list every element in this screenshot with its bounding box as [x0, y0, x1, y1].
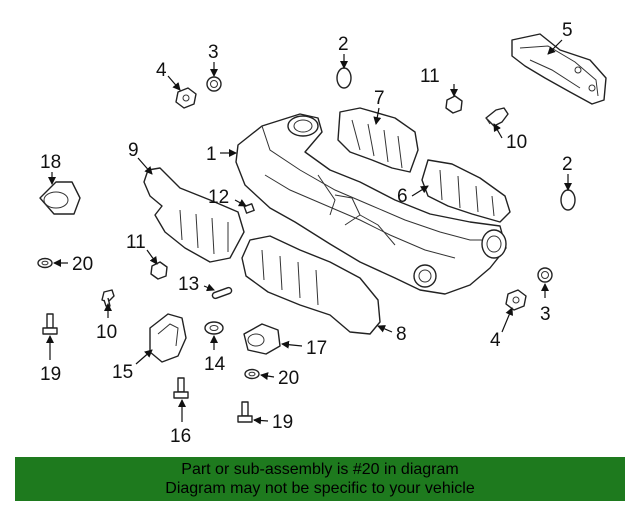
part-9-heat-shield — [143, 167, 245, 263]
part-3-ring — [537, 267, 553, 283]
callout-9: 9 — [128, 140, 139, 161]
banner-line-1: Part or sub-assembly is #20 in diagram — [181, 461, 459, 478]
callout-5: 5 — [562, 20, 573, 41]
callout-11: 11 — [126, 232, 146, 253]
callout-14: 14 — [204, 354, 226, 375]
callout-2: 2 — [562, 154, 573, 175]
part-17-exhaust-tip — [243, 323, 281, 355]
part-8-heat-shield — [241, 235, 381, 335]
callout-11: 11 — [420, 66, 440, 87]
part-15-bracket — [149, 313, 187, 363]
callout-16: 16 — [170, 426, 191, 447]
callout-17: 17 — [306, 338, 327, 359]
callout-3: 3 — [540, 304, 551, 325]
part-13-pin — [211, 286, 233, 300]
part-2-gasket — [560, 189, 576, 211]
part-4-nut — [175, 87, 197, 109]
callout-12: 12 — [208, 187, 229, 208]
callout-8: 8 — [396, 324, 407, 345]
part-14-washer — [204, 321, 224, 335]
part-19-bolt — [237, 401, 253, 423]
callout-6: 6 — [397, 186, 408, 207]
callout-10: 10 — [96, 322, 117, 343]
callout-19: 19 — [40, 364, 61, 385]
part-11-nut — [150, 261, 168, 280]
part-7-heat-shield — [337, 107, 419, 173]
info-banner: Part or sub-assembly is #20 in diagram D… — [15, 457, 625, 501]
part-1-exhaust-pipe-assembly — [235, 113, 507, 295]
part-19-bolt — [42, 313, 58, 335]
part-20-ring — [37, 257, 53, 269]
callout-2: 2 — [338, 34, 349, 55]
callout-1: 1 — [206, 144, 217, 165]
part-10-bolt — [485, 107, 509, 127]
part-20-ring — [244, 368, 260, 380]
callout-10: 10 — [506, 132, 527, 153]
callout-20: 20 — [278, 368, 299, 389]
callout-15: 15 — [112, 362, 133, 383]
callout-19: 19 — [272, 412, 293, 433]
part-2-gasket — [336, 67, 352, 89]
part-4-nut — [505, 289, 527, 311]
part-16-bolt — [173, 377, 189, 399]
callout-3: 3 — [208, 42, 219, 63]
callout-4: 4 — [490, 330, 501, 351]
part-3-ring — [206, 76, 222, 92]
callout-7: 7 — [374, 88, 385, 109]
banner-line-2: Diagram may not be specific to your vehi… — [165, 480, 475, 497]
part-11-nut — [445, 95, 463, 114]
callout-18: 18 — [40, 152, 61, 173]
part-6-heat-shield — [421, 159, 511, 223]
part-5-bracket — [511, 33, 607, 105]
callout-13: 13 — [178, 274, 199, 295]
leader-lines — [46, 39, 572, 425]
callout-20: 20 — [72, 254, 93, 275]
part-10-bolt — [101, 289, 115, 307]
callout-4: 4 — [156, 60, 167, 81]
part-18-exhaust-tip — [39, 181, 81, 215]
